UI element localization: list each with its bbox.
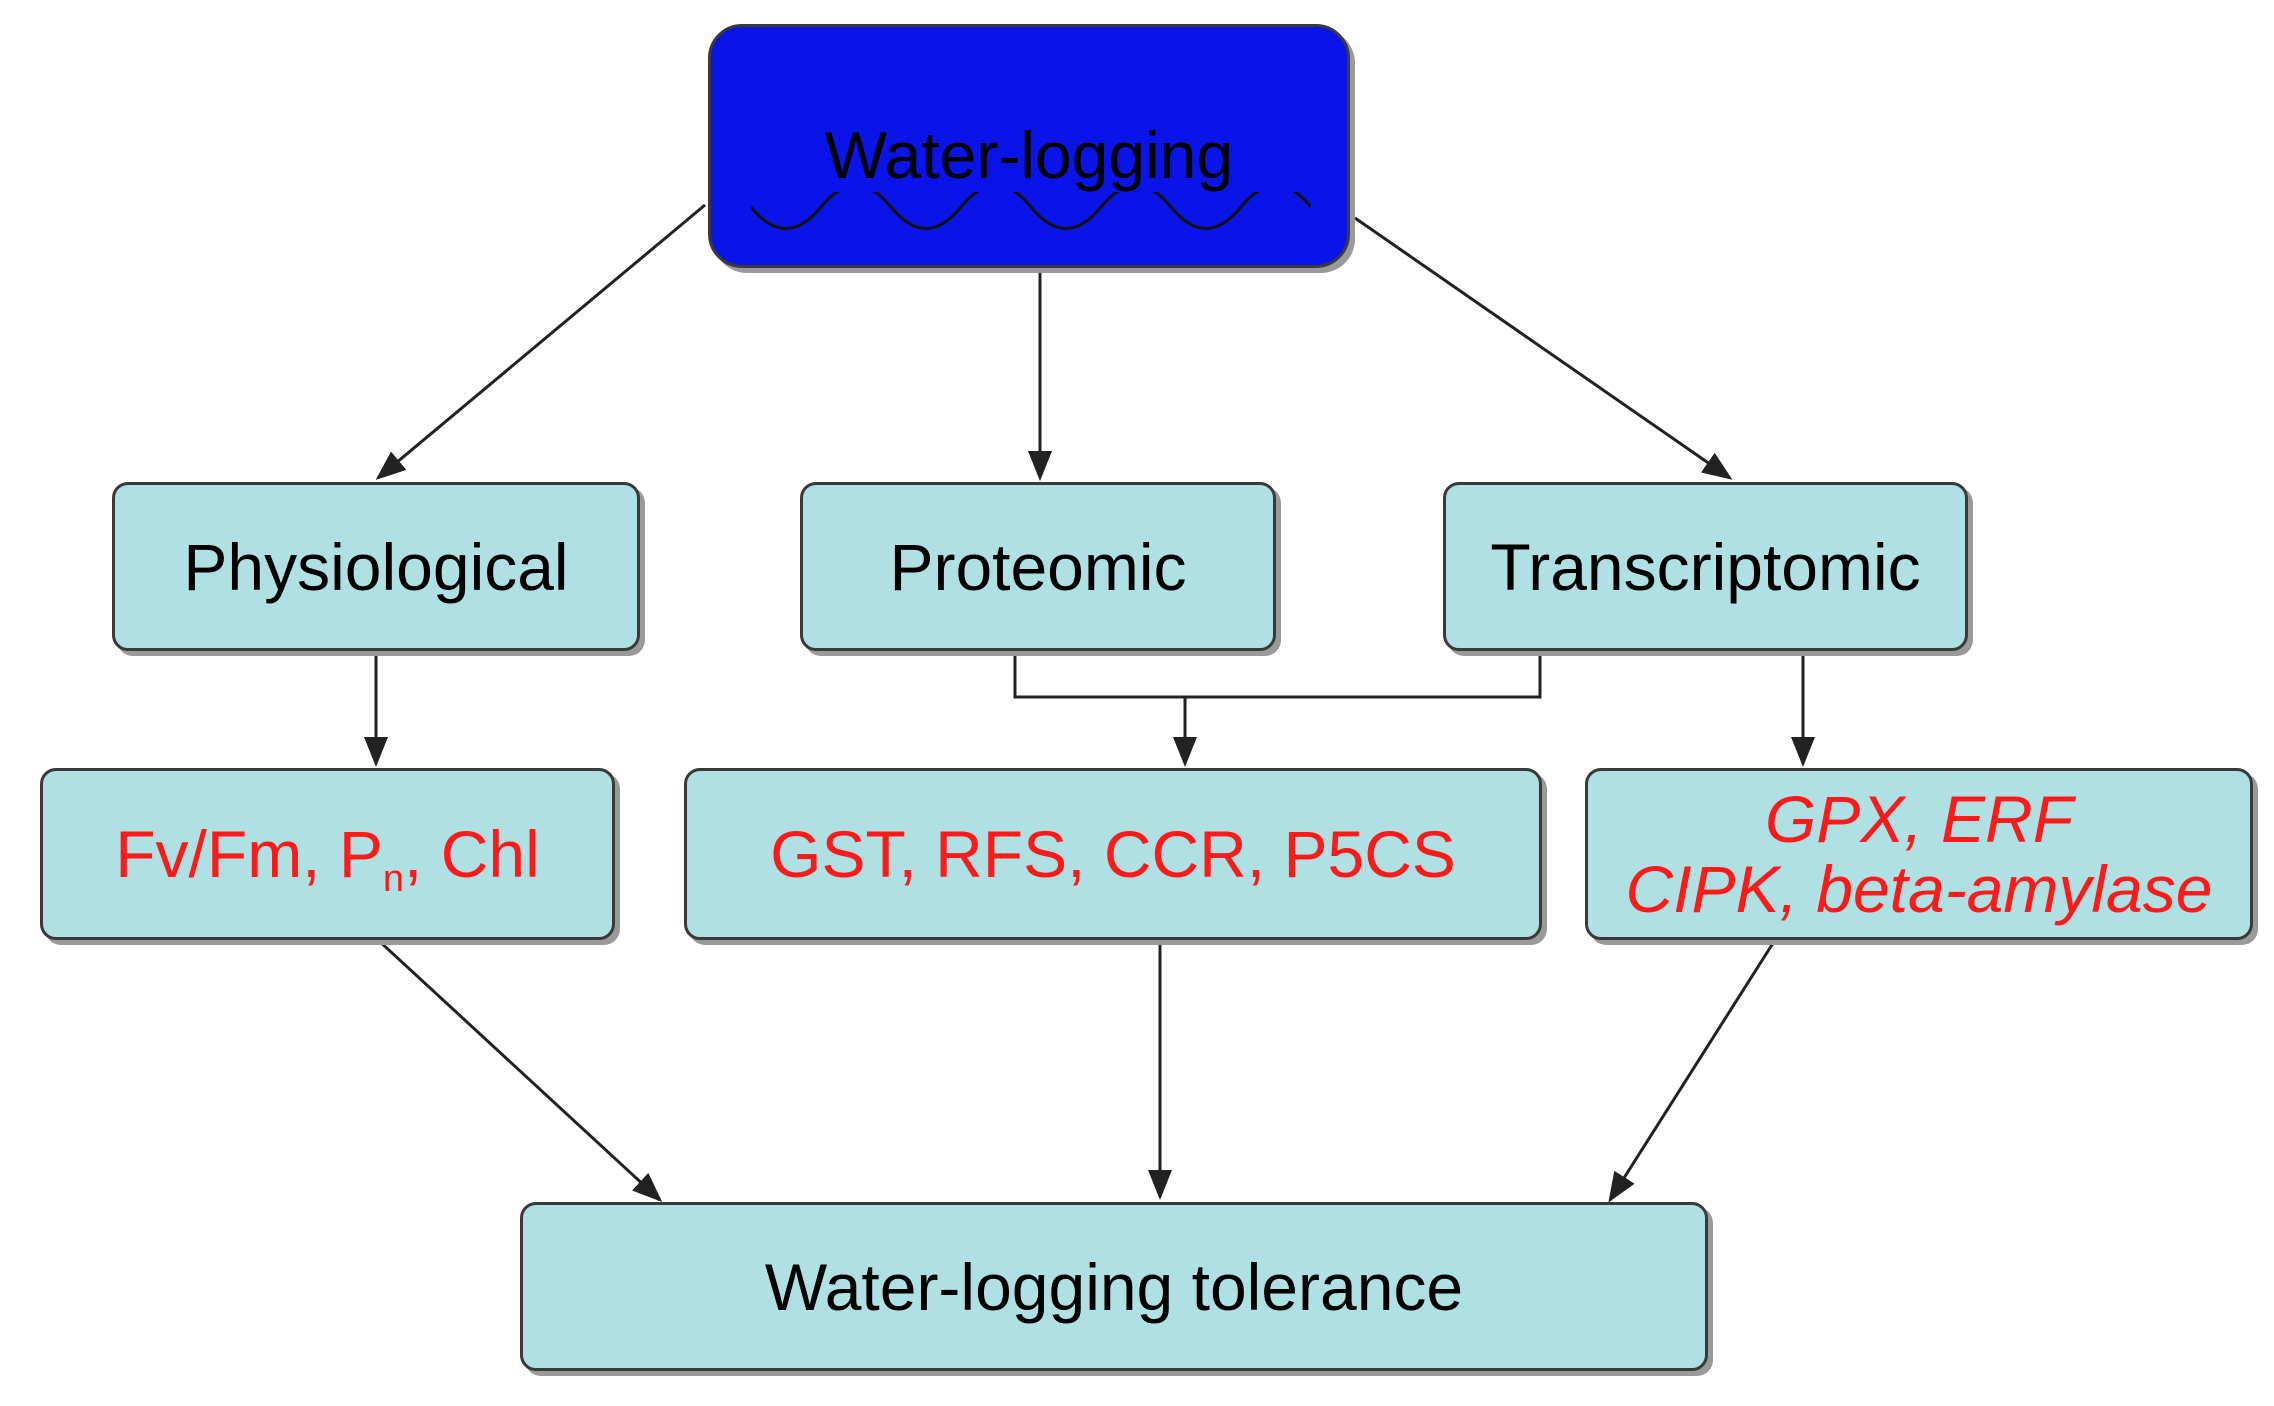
physiological-markers-part2: , Chl <box>404 817 540 891</box>
physiological-label: Physiological <box>183 529 569 604</box>
wave-line-icon <box>751 192 1311 230</box>
proteomic-label: Proteomic <box>889 529 1187 604</box>
arrow-physio-markers-to-tolerance <box>376 938 663 1203</box>
proteomic-node: Proteomic <box>800 482 1276 651</box>
physiological-markers-subscript: n <box>382 858 405 900</box>
physiological-markers-part1: Fv/Fm, P <box>115 817 383 891</box>
tolerance-label: Water-logging tolerance <box>764 1249 1464 1324</box>
physiological-node: Physiological <box>112 482 640 651</box>
water-logging-label: Water-logging <box>824 118 1234 192</box>
water-logging-node: Water-logging <box>708 24 1350 268</box>
gene-markers-line2: CIPK, beta-amylase <box>1625 852 2213 926</box>
gene-markers-line1: GPX, ERF <box>1764 782 2074 856</box>
gene-markers-node: GPX, ERF CIPK, beta-amylase <box>1585 768 2253 940</box>
merge-proteomic-transcriptomic <box>1013 651 1542 699</box>
protein-markers-label: GST, RFS, CCR, P5CS <box>770 817 1456 891</box>
protein-markers-node: GST, RFS, CCR, P5CS <box>684 768 1542 940</box>
tolerance-node: Water-logging tolerance <box>520 1202 1708 1371</box>
arrow-gene-markers-to-tolerance <box>1608 939 1777 1203</box>
physiological-markers-label: Fv/Fm, Pn, Chl <box>115 816 540 898</box>
arrow-waterlogging-to-transcriptomic <box>1354 216 1733 480</box>
physiological-markers-node: Fv/Fm, Pn, Chl <box>40 768 615 940</box>
arrow-waterlogging-to-physiological <box>375 203 706 480</box>
transcriptomic-label: Transcriptomic <box>1490 529 1921 604</box>
transcriptomic-node: Transcriptomic <box>1443 482 1968 651</box>
